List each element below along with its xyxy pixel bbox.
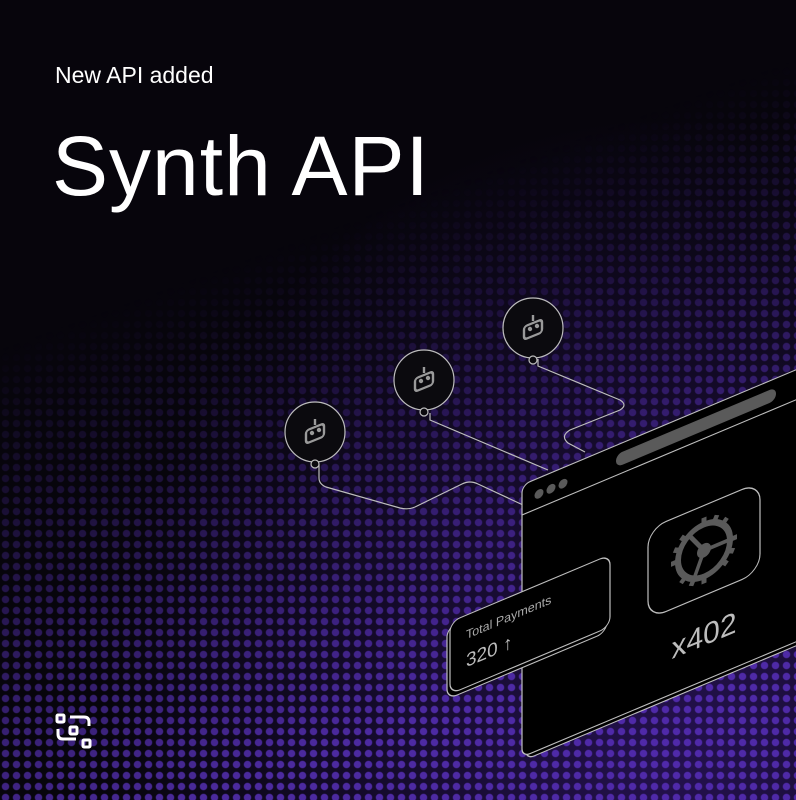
brand-logo-icon [55, 713, 92, 749]
payment-card: Total Payments 320 ↑ [446, 557, 611, 697]
robot-icon [304, 419, 326, 444]
window-dot [558, 478, 568, 489]
window-dot [546, 483, 556, 494]
browser-window: x402 [521, 352, 796, 758]
robot-icon [522, 315, 544, 340]
page-title: Synth API [52, 119, 430, 213]
window-dot [534, 488, 544, 499]
connector-line [318, 464, 524, 510]
address-bar [616, 389, 776, 466]
connector-line [537, 359, 625, 453]
bot-node [393, 349, 455, 417]
gear-icon [671, 514, 737, 587]
robot-icon [413, 367, 435, 392]
bot-node [284, 401, 346, 469]
connector-line [429, 413, 549, 471]
connector-lines [318, 359, 625, 510]
subtitle: New API added [55, 62, 214, 88]
bot-node [502, 297, 564, 365]
